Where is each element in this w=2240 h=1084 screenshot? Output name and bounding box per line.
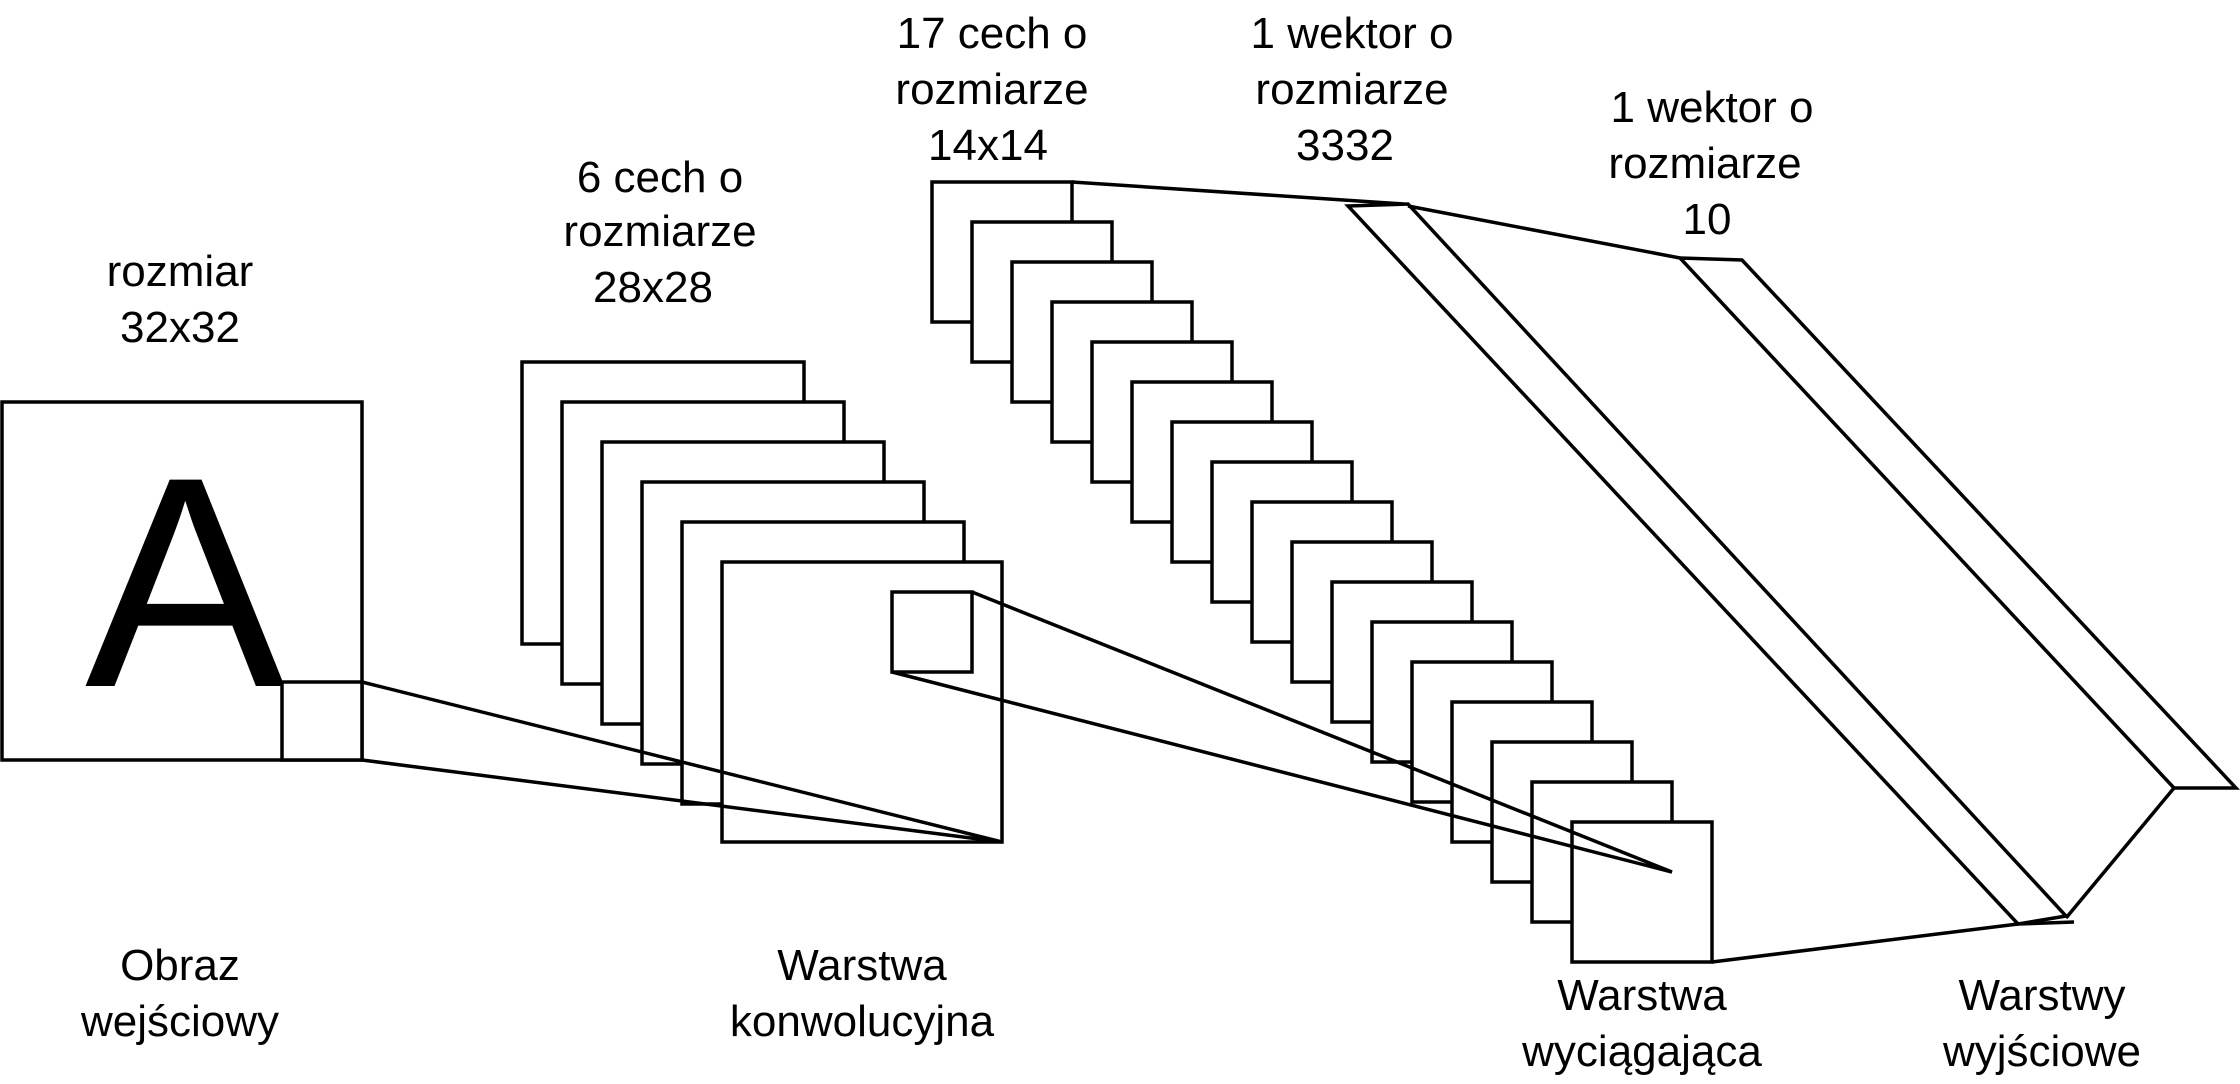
output-label-line-2: rozmiarze [1608,139,1801,188]
pool-feature-line-3: 14x14 [928,121,1048,170]
output-label-line-1: 1 wektor o [1611,83,1814,132]
pool-to-flatten-link [1071,180,1405,206]
flatten-label-line-1: 1 wektor o [1251,9,1454,58]
conv-feature-maps [520,360,1004,844]
input-caption-line-2: wejściowy [80,997,279,1046]
output-vector-label: 1 wektor o rozmiarze 10 [1608,83,1813,244]
conv-feature-label: 6 cech o rozmiarze 28x28 [563,153,756,312]
output-label-line-3: 10 [1683,195,1732,244]
conv-receptive-field [890,590,974,674]
pool-caption: Warstwa wyciągająca [1521,971,1762,1076]
pool-feature-map-17 [1570,820,1714,964]
conv-feature-line-2: rozmiarze [563,207,756,256]
flatten-vector-label: 1 wektor o rozmiarze 3332 [1251,9,1454,170]
input-caption: Obraz wejściowy [80,941,279,1046]
output-caption-line-1: Warstwy [1958,971,2125,1020]
conv-caption-line-2: konwolucyjna [730,997,995,1046]
input-receptive-field [280,680,364,762]
flatten-to-output-link [1407,204,1681,260]
output-vector-bar [1675,256,2240,790]
input-to-conv-projection [361,680,1003,844]
conv-to-pool-projection [891,590,1673,874]
pool-caption-line-1: Warstwa [1557,971,1727,1020]
pool-feature-label: 17 cech o rozmiarze 14x14 [895,9,1088,170]
input-size-line-2: 32x32 [120,303,240,352]
conv-caption-line-1: Warstwa [777,941,947,990]
pool-feature-maps [930,180,1714,964]
input-size-label: rozmiar 32x32 [107,247,254,352]
output-vector [1675,256,2240,790]
output-caption-line-2: wyjściowe [1942,1027,2141,1076]
output-caption: Warstwy wyjściowe [1942,971,2141,1076]
flatten-to-output-bottom-link [2064,786,2176,920]
input-image: A [0,400,364,762]
flatten-label-line-3: 3332 [1296,121,1394,170]
input-size-line-1: rozmiar [107,247,254,296]
flatten-label-line-2: rozmiarze [1255,65,1448,114]
pool-feature-line-2: rozmiarze [895,65,1088,114]
pool-to-flatten-bottom-link [1711,920,2075,964]
pool-caption-line-2: wyciągająca [1521,1027,1762,1076]
conv-caption: Warstwa konwolucyjna [730,941,995,1046]
input-caption-line-1: Obraz [120,941,240,990]
input-glyph: A [85,414,287,750]
conv-feature-line-1: 6 cech o [577,153,743,202]
pool-feature-line-1: 17 cech o [897,9,1088,58]
conv-feature-line-3: 28x28 [593,263,713,312]
